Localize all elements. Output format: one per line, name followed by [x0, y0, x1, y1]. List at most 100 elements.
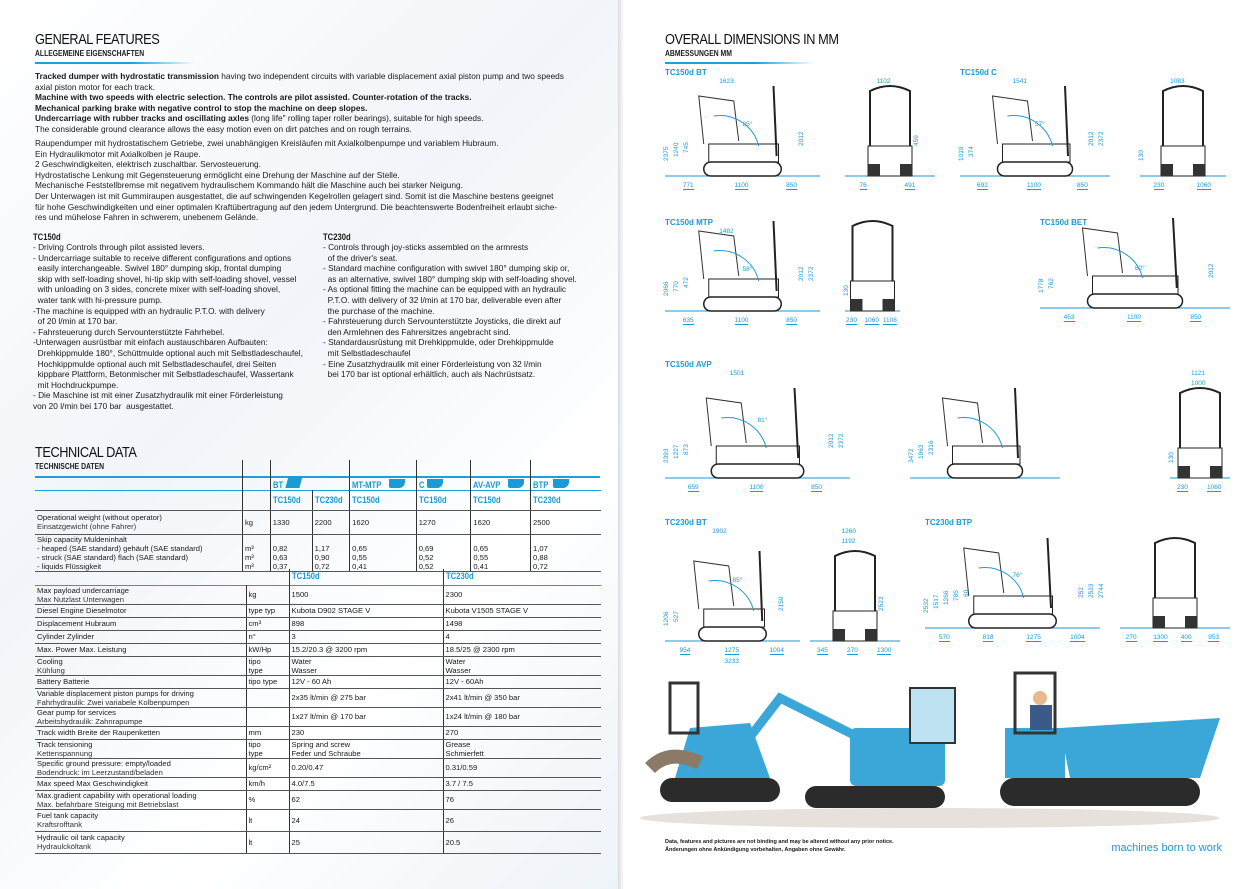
bt-skip-icon: [285, 475, 303, 488]
technical-data-title: TECHNICAL DATA: [35, 444, 137, 461]
dimension-vertical: 2372: [838, 433, 845, 448]
row-label: Cylinder Zylinder: [37, 632, 94, 641]
machine-drawing-front: [845, 85, 935, 177]
model-line: von 20 l/min bei 170 bar ausgestattet.: [33, 400, 174, 411]
table-row: Cylinder Zylinder n° 3 4: [35, 630, 601, 644]
cell: 24: [291, 815, 300, 825]
row-label-de: Arbeitshydraulik: Zahnrapumpe: [37, 716, 143, 726]
row-label-de: Kraftsrofftank: [37, 820, 83, 829]
dimension-top: 1482: [719, 228, 734, 235]
row-label: Fuel tank capacity: [37, 811, 99, 820]
dimension-vertical: 2523: [1088, 583, 1095, 598]
dimension-vertical: 130: [1168, 452, 1175, 463]
dimension-horizontal: 850: [1077, 182, 1088, 190]
tracked-dumper-right: [1000, 671, 1220, 806]
table-row: Operational weight (without operator)Ein…: [35, 510, 601, 535]
machine-drawing-front: [1140, 85, 1226, 177]
model-line: mit Hochdruckpumpe.: [33, 379, 119, 390]
model-line: mit Selbstladeschaufel: [323, 347, 411, 358]
dimension-angle: 82°: [1135, 265, 1145, 272]
model-line: - Die Maschine ist mit einer Zusatzhydra…: [33, 390, 283, 401]
cell: 0,52: [415, 552, 471, 562]
dimension-top: 1102: [876, 78, 891, 85]
model-column-header: TC150d: [473, 494, 502, 505]
dimension-vertical: 745: [683, 142, 690, 153]
row-label: Max speed Max Geschwindigkeit: [37, 779, 149, 788]
row-label: Cooling: [37, 656, 63, 666]
c-skip-icon: [427, 478, 444, 488]
machine-drawing-side: [665, 220, 820, 312]
dimension-horizontal: 818: [982, 634, 994, 642]
cell: 12V - 60Ah: [445, 677, 484, 686]
dimension-horizontal: 1275: [724, 647, 739, 655]
dimension-horizontal: 953: [1208, 634, 1220, 642]
cell: 0,55: [349, 552, 417, 562]
table-row: Max speed Max Geschwindigkeit km/h 4.0/7…: [35, 777, 601, 791]
model-line: the purchase of the machine.: [323, 305, 435, 316]
row-label: - heaped (SAE standard) gehäuft (SAE sta…: [37, 543, 203, 553]
dimension-horizontal: 1060: [1196, 182, 1211, 190]
row-label-de: Einsatzgewicht (ohne Fahrer): [37, 522, 137, 531]
cell: 0,55: [470, 552, 531, 562]
model-line: - Controls through joy-sticks assembled …: [323, 242, 529, 252]
cell: 12V - 60 Ah: [291, 677, 332, 686]
dimension-vertical: 252: [1078, 587, 1085, 598]
dimension-horizontal: 1004: [769, 647, 784, 655]
model-line: - Fahrsteuerung durch Servounterstützte …: [323, 316, 561, 327]
feature-line-de: Der Unterwagen ist mit Gummiraupen ausge…: [35, 190, 554, 201]
dimension-vertical: 2012: [1088, 131, 1095, 146]
row-label: Max payload undercarriage: [37, 585, 130, 595]
mini-excavator: [726, 687, 956, 808]
dimension-vertical: 762: [1048, 278, 1055, 289]
dimension-horizontal: 850: [786, 182, 798, 190]
model-line: easily interchangeable. Swivel 180° dump…: [33, 263, 282, 274]
model-line: - As optional fitting the machine can be…: [323, 284, 567, 295]
technical-data-subtitle: TECHNISCHE DATEN: [35, 461, 105, 471]
model-line: - Eine Zusatzhydraulik mit einer Förderl…: [323, 358, 542, 369]
dimension-vertical: 1240: [673, 142, 680, 157]
cell: 0,90: [311, 552, 350, 562]
table-row: Diesel Engine Dieselmotor type typ Kubot…: [35, 604, 601, 618]
cell: Grease: [445, 739, 471, 749]
cell: 0,88: [530, 552, 601, 562]
diagram-title: TC150d BET: [1040, 218, 1088, 227]
cell: 15.2/20.3 @ 3200 rpm: [291, 645, 368, 654]
machine-drawing-front: [845, 220, 900, 312]
cell: 2200: [311, 510, 350, 535]
feature-line-de: für hohe Geschwindigkeiten und einer opt…: [35, 201, 558, 212]
machines-photo: [640, 671, 1220, 828]
machine-drawing-front: [1120, 537, 1230, 629]
model-line: -Unterwagen ausrüstbar mit einfach austa…: [33, 337, 268, 348]
dimension-vertical: 1227: [673, 444, 680, 459]
row-label: Hydraulic oil tank capacity: [37, 833, 125, 842]
right-page: OVERALL DIMENSIONS IN MM ABMESSUNGEN MM …: [624, 0, 1256, 889]
model-line: bei 170 bar ist optional erhältlich, auc…: [323, 369, 536, 380]
table-row: Variable displacement piston pumps for d…: [35, 688, 601, 708]
dimension-vertical: 459: [913, 135, 920, 146]
row-label: Displacement Hubraum: [37, 619, 117, 628]
dimension-horizontal: 850: [1190, 314, 1202, 322]
feature-line: axial piston motor for each track.: [35, 81, 155, 92]
model-line: with unloading on 3 sides, concrete mixe…: [33, 284, 281, 295]
model-column-header: TC150d: [272, 494, 301, 505]
feature-line: Tracked dumper with hydrostatic transmis…: [35, 71, 564, 81]
model-column-header: TC230d: [533, 494, 561, 505]
dimension-horizontal: 1100: [734, 182, 749, 190]
machine-drawing-side: [665, 550, 800, 642]
dimension-horizontal: 1100: [734, 317, 749, 325]
model-line: water tank with hi-pressure pump.: [33, 294, 163, 305]
dimension-vertical: 60: [963, 589, 970, 597]
cell: Wasser: [291, 665, 317, 675]
dimension-horizontal: 270: [847, 647, 858, 655]
general-features-title: GENERAL FEATURES: [35, 31, 160, 48]
cell: 0,69: [415, 543, 471, 553]
feature-line: Machine with two speeds with electric se…: [35, 92, 472, 103]
model-column-header: TC230d: [314, 494, 343, 505]
dimension-horizontal: 659: [687, 484, 699, 492]
cell: 230: [291, 728, 305, 737]
dimension-vertical: 2372: [808, 266, 815, 281]
model-line: - Driving Controls through pilot assiste…: [33, 242, 205, 252]
table-row: - heaped (SAE standard) gehäuft (SAE sta…: [35, 543, 601, 553]
